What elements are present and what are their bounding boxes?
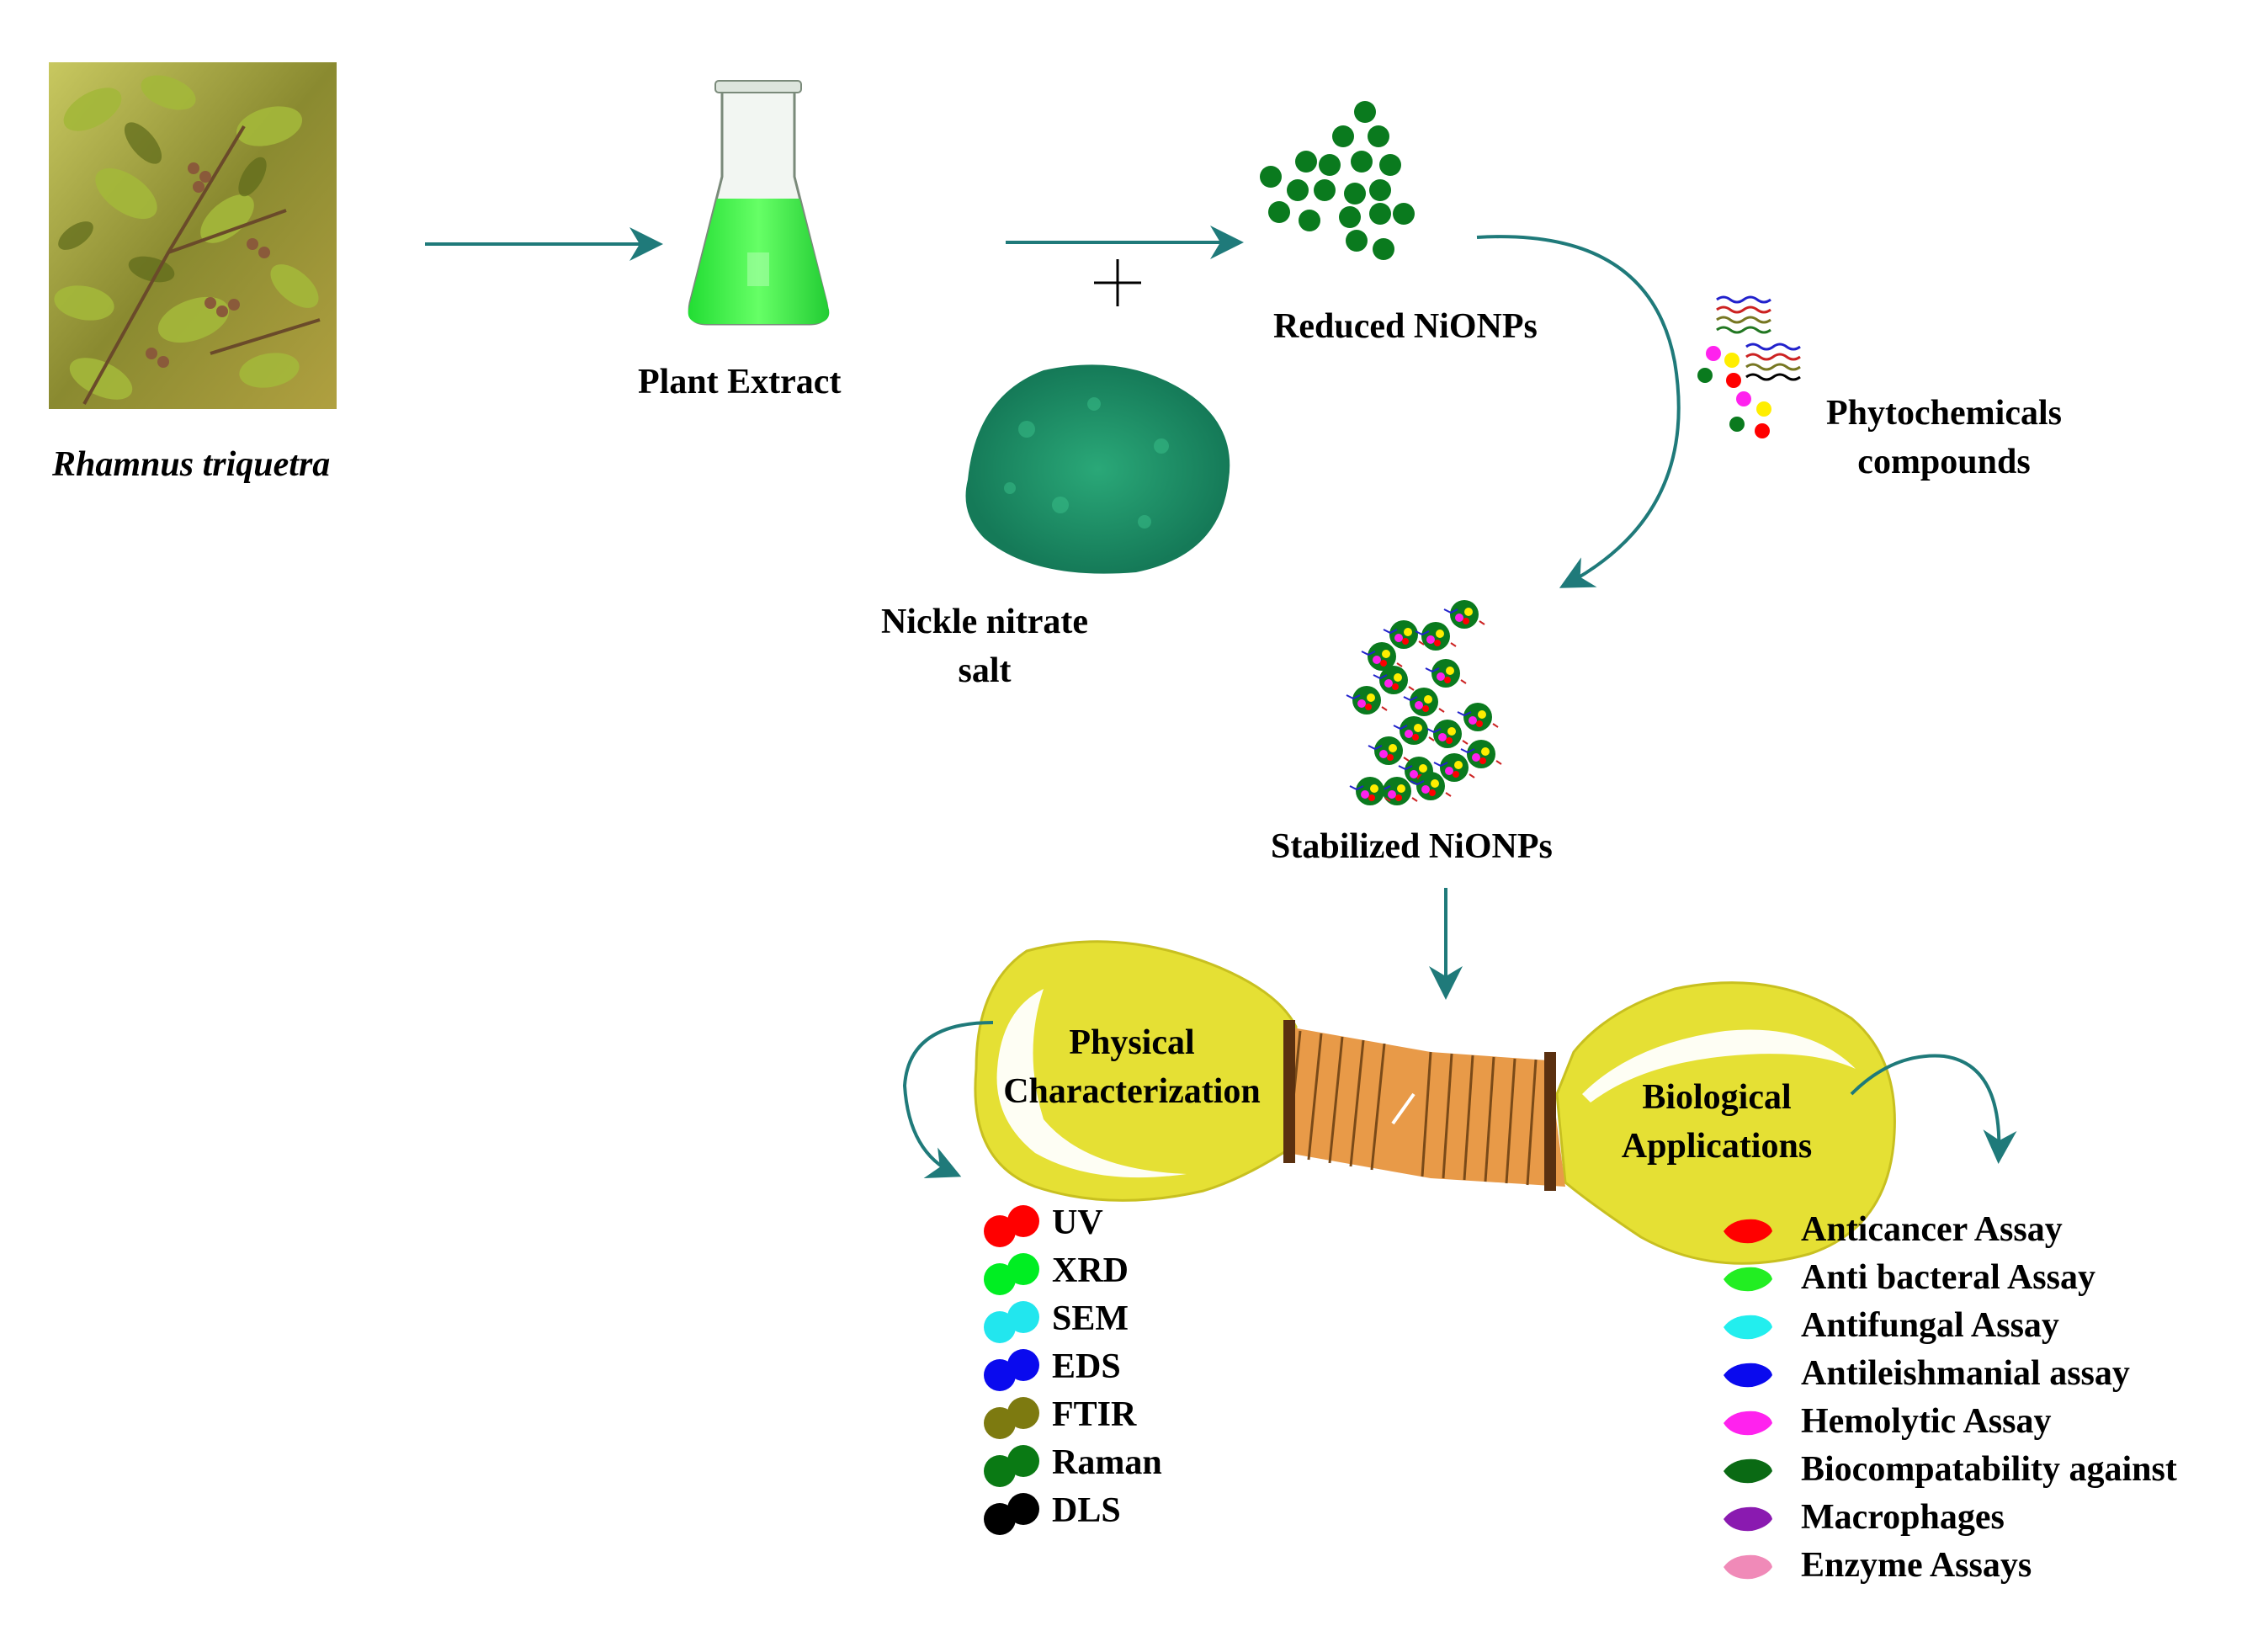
characterization-marker [984,1493,1039,1535]
nanoparticle-dot [1339,206,1361,228]
nanoparticle-dot [1379,154,1401,176]
biological-line2: Applications [1621,1127,1813,1166]
characterization-marker [984,1445,1039,1487]
plus-icon [1094,259,1141,306]
stabilized-particle [1415,622,1457,651]
characterization-markers [984,1205,1039,1535]
nanoparticle-dot [1354,101,1376,123]
physical-line2: Characterization [1003,1072,1261,1111]
nanoparticle-dot [1314,179,1336,201]
characterization-item: UV [1052,1203,1103,1242]
salt-pile-icon [965,364,1230,574]
characterization-marker [984,1301,1039,1343]
stabilized-nanoparticles [1346,600,1502,805]
stabilized-particle [1349,777,1391,805]
nanoparticle-dot [1369,179,1391,201]
stabilized-particle [1410,772,1452,800]
stabilized-particle [1373,666,1415,694]
flask-icon [688,80,830,326]
phytochemicals-icon [1697,295,1801,438]
stabilized-particle [1433,753,1475,782]
stabilized-nionps-label: Stabilized NiONPs [1271,827,1553,866]
characterization-item: FTIR [1052,1395,1137,1434]
nanoparticle-dot [1346,230,1368,252]
application-item: Hemolytic Assay [1801,1402,2052,1441]
nanoparticle-dot [1393,203,1415,225]
application-marker [1724,1267,1772,1292]
nanoparticle-dot [1344,183,1366,205]
physical-line1: Physical [1069,1023,1195,1062]
characterization-marker [984,1253,1039,1295]
stabilized-particle [1393,716,1435,745]
stabilized-particle [1361,642,1403,671]
application-item: Anticancer Assay [1801,1210,2063,1249]
application-item: Biocompatability against [1801,1450,2177,1489]
reduced-nanoparticles [1260,101,1415,260]
stabilized-particle [1346,686,1388,715]
plant-photo [49,62,337,409]
application-marker [1724,1363,1772,1388]
nanoparticle-dot [1332,125,1354,147]
application-item: Antileishmanial assay [1801,1354,2130,1393]
nickle-salt-label: Nickle nitrate salt [850,598,1119,695]
characterization-marker [984,1397,1039,1439]
nanoparticle-dot [1260,166,1282,188]
stabilized-particle [1443,600,1485,629]
application-marker [1724,1219,1772,1244]
plant-extract-label: Plant Extract [638,363,842,401]
application-marker [1724,1506,1772,1532]
phytochemicals-label: Phytochemicals compounds [1784,389,2104,486]
stabilized-particle [1457,703,1499,731]
nanoparticle-dot [1295,151,1317,173]
nanoparticle-dot [1319,154,1341,176]
application-marker [1724,1554,1772,1580]
application-marker [1724,1411,1772,1436]
nanoparticle-dot [1268,201,1290,223]
application-marker [1724,1315,1772,1340]
nanoparticle-dot [1373,238,1394,260]
nanoparticle-dot [1351,151,1373,173]
phytochemicals-line1: Phytochemicals [1826,394,2062,433]
stabilized-particle [1426,720,1469,748]
application-item: Enzyme Assays [1801,1546,2032,1585]
characterization-item: SEM [1052,1299,1129,1338]
stabilized-particle [1368,736,1410,765]
nickle-salt-line1: Nickle nitrate [880,603,1089,641]
stabilized-particle [1425,659,1467,688]
physical-characterization-label: Physical Characterization [972,1018,1292,1116]
biological-applications-label: Biological Applications [1582,1073,1851,1171]
stabilized-particle [1376,777,1418,805]
arrow-physical-loop [902,1021,994,1178]
characterization-item: EDS [1052,1347,1121,1386]
characterization-item: DLS [1052,1491,1121,1530]
dumbbell-shape [974,940,1896,1265]
arrow-reduced-to-stabilized [1476,235,1681,588]
nanoparticle-dot [1369,203,1391,225]
application-item: Antifungal Assay [1801,1306,2059,1345]
nanoparticle-dot [1299,210,1320,231]
characterization-item: Raman [1052,1443,1162,1482]
application-markers [1724,1219,1772,1580]
stabilized-particle [1460,740,1502,768]
reduced-nionps-label: Reduced NiONPs [1273,307,1538,346]
application-marker [1724,1458,1772,1484]
application-item: Anti bacteral Assay [1801,1258,2095,1297]
stabilized-particle [1383,620,1425,649]
characterization-item: XRD [1052,1251,1129,1290]
characterization-marker [984,1349,1039,1391]
biological-line1: Biological [1642,1078,1792,1117]
arrow-biological-loop [1850,1054,2017,1164]
plant-species-label: Rhamnus triquetra [52,445,331,484]
application-item: Macrophages [1801,1498,2005,1537]
nanoparticle-dot [1287,179,1309,201]
nickle-salt-line2: salt [958,651,1012,690]
stabilized-particle [1403,688,1445,716]
characterization-marker [984,1205,1039,1247]
phytochemicals-line2: compounds [1857,443,2031,481]
nanoparticle-dot [1368,125,1389,147]
